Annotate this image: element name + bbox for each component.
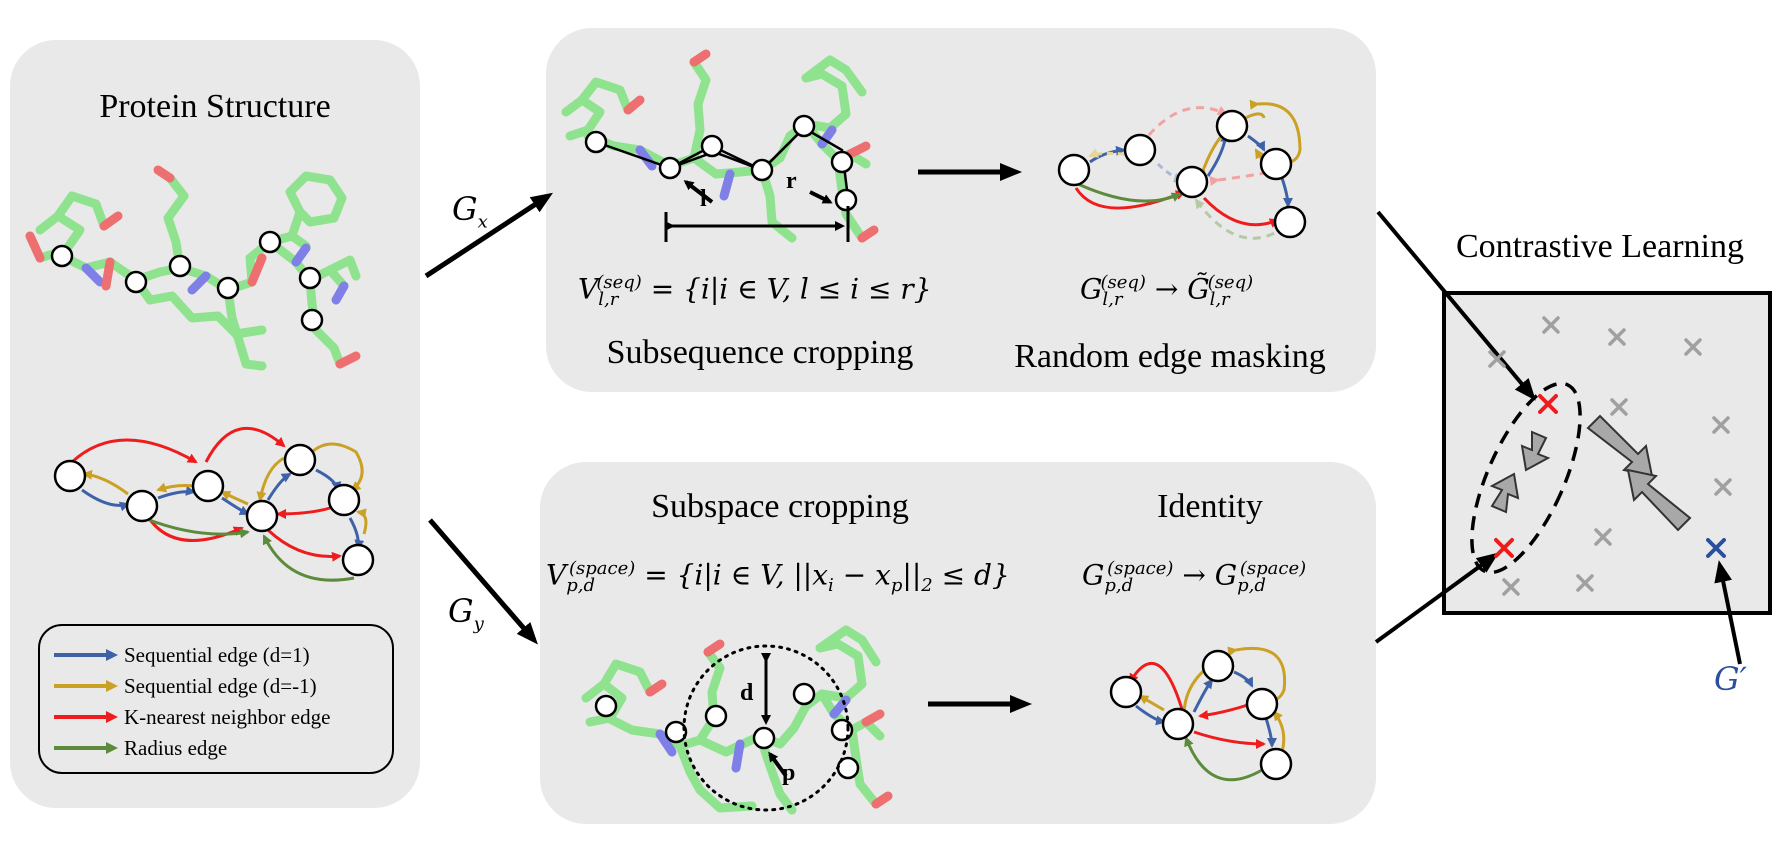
contrastive-learning-title: Contrastive Learning: [1456, 228, 1744, 265]
arrow-space-to-embedding: [1374, 552, 1499, 644]
space-crop-nodes: [594, 682, 860, 780]
identity-graph-nodes: [1109, 649, 1293, 781]
legend-swatch-seq-backward: [54, 680, 118, 692]
space-crop-radius-circle: [682, 644, 850, 812]
view-label-gprime: G′: [1714, 660, 1747, 698]
repulsion-arrows: [1586, 414, 1692, 532]
attraction-arrows: [1489, 430, 1551, 514]
edge-legend: Sequential edge (d=1) Sequential edge (d…: [38, 624, 394, 774]
marker-p: p: [782, 760, 796, 786]
arrow-seq-to-embedding: [1376, 210, 1536, 401]
protein-graph: [70, 426, 368, 582]
legend-label: Radius edge: [124, 735, 228, 760]
seq-crop-nodes: [584, 114, 858, 212]
marker-d: d: [740, 680, 754, 706]
space-view-panel: [540, 462, 1376, 824]
masked-graph-nodes: [1057, 109, 1307, 239]
arrow-to-seq-view: [424, 192, 554, 279]
marker-r: r: [786, 168, 797, 194]
embedding-cross-blue: [1706, 538, 1726, 558]
embedding-crosses-gray: [1488, 316, 1732, 596]
identity-label: Identity: [1157, 488, 1263, 525]
legend-swatch-knn: [54, 711, 118, 723]
sequence-view-panel: [546, 28, 1376, 392]
arrow-gprime-to-embedding: [1714, 560, 1742, 665]
legend-item: Sequential edge (d=1): [50, 641, 310, 669]
arrow-to-space-view: [428, 518, 538, 645]
seq-crop-range-marker: [664, 180, 850, 242]
legend-label: Sequential edge (d=-1): [124, 673, 317, 698]
legend-label: Sequential edge (d=1): [124, 642, 310, 667]
subspace-cropping-label: Subspace cropping: [651, 488, 909, 525]
view-label-gx: Gx: [452, 190, 488, 233]
random-edge-masking-label: Random edge masking: [1014, 338, 1326, 375]
space-crop-markers: [761, 653, 788, 778]
legend-swatch-radius: [54, 742, 118, 754]
legend-label: K-nearest neighbor edge: [124, 704, 331, 729]
view-label-gy: Gy: [448, 592, 484, 635]
legend-item: Sequential edge (d=-1): [50, 672, 317, 700]
positive-pair-ellipse: [1470, 381, 1582, 575]
seq-mask-formula: Gl,r(seq) → G̃l,r(seq): [1080, 272, 1254, 310]
subsequence-cropping-label: Subsequence cropping: [606, 334, 914, 371]
legend-swatch-seq-forward: [54, 649, 118, 661]
legend-item: K-nearest neighbor edge: [50, 703, 330, 731]
embedding-cross-red-2: [1494, 538, 1514, 558]
marker-l: l: [700, 186, 707, 212]
space-identity-formula: Gp,d(space) → Gp,d(space): [1082, 558, 1307, 596]
space-subset-formula: Vp,d(space) = {i|i ∈ V, ||xi − xp||2 ≤ d…: [546, 558, 1010, 596]
protein-graph-nodes: [53, 443, 375, 577]
embedding-cross-red-1: [1538, 394, 1558, 414]
seq-subset-formula: Vl,r(seq) = {i|i ∈ V, l ≤ i ≤ r}: [578, 272, 932, 310]
legend-item: Radius edge: [50, 734, 227, 762]
protein-structure-title: Protein Structure: [99, 88, 331, 125]
protein-residue-nodes: [50, 230, 324, 332]
